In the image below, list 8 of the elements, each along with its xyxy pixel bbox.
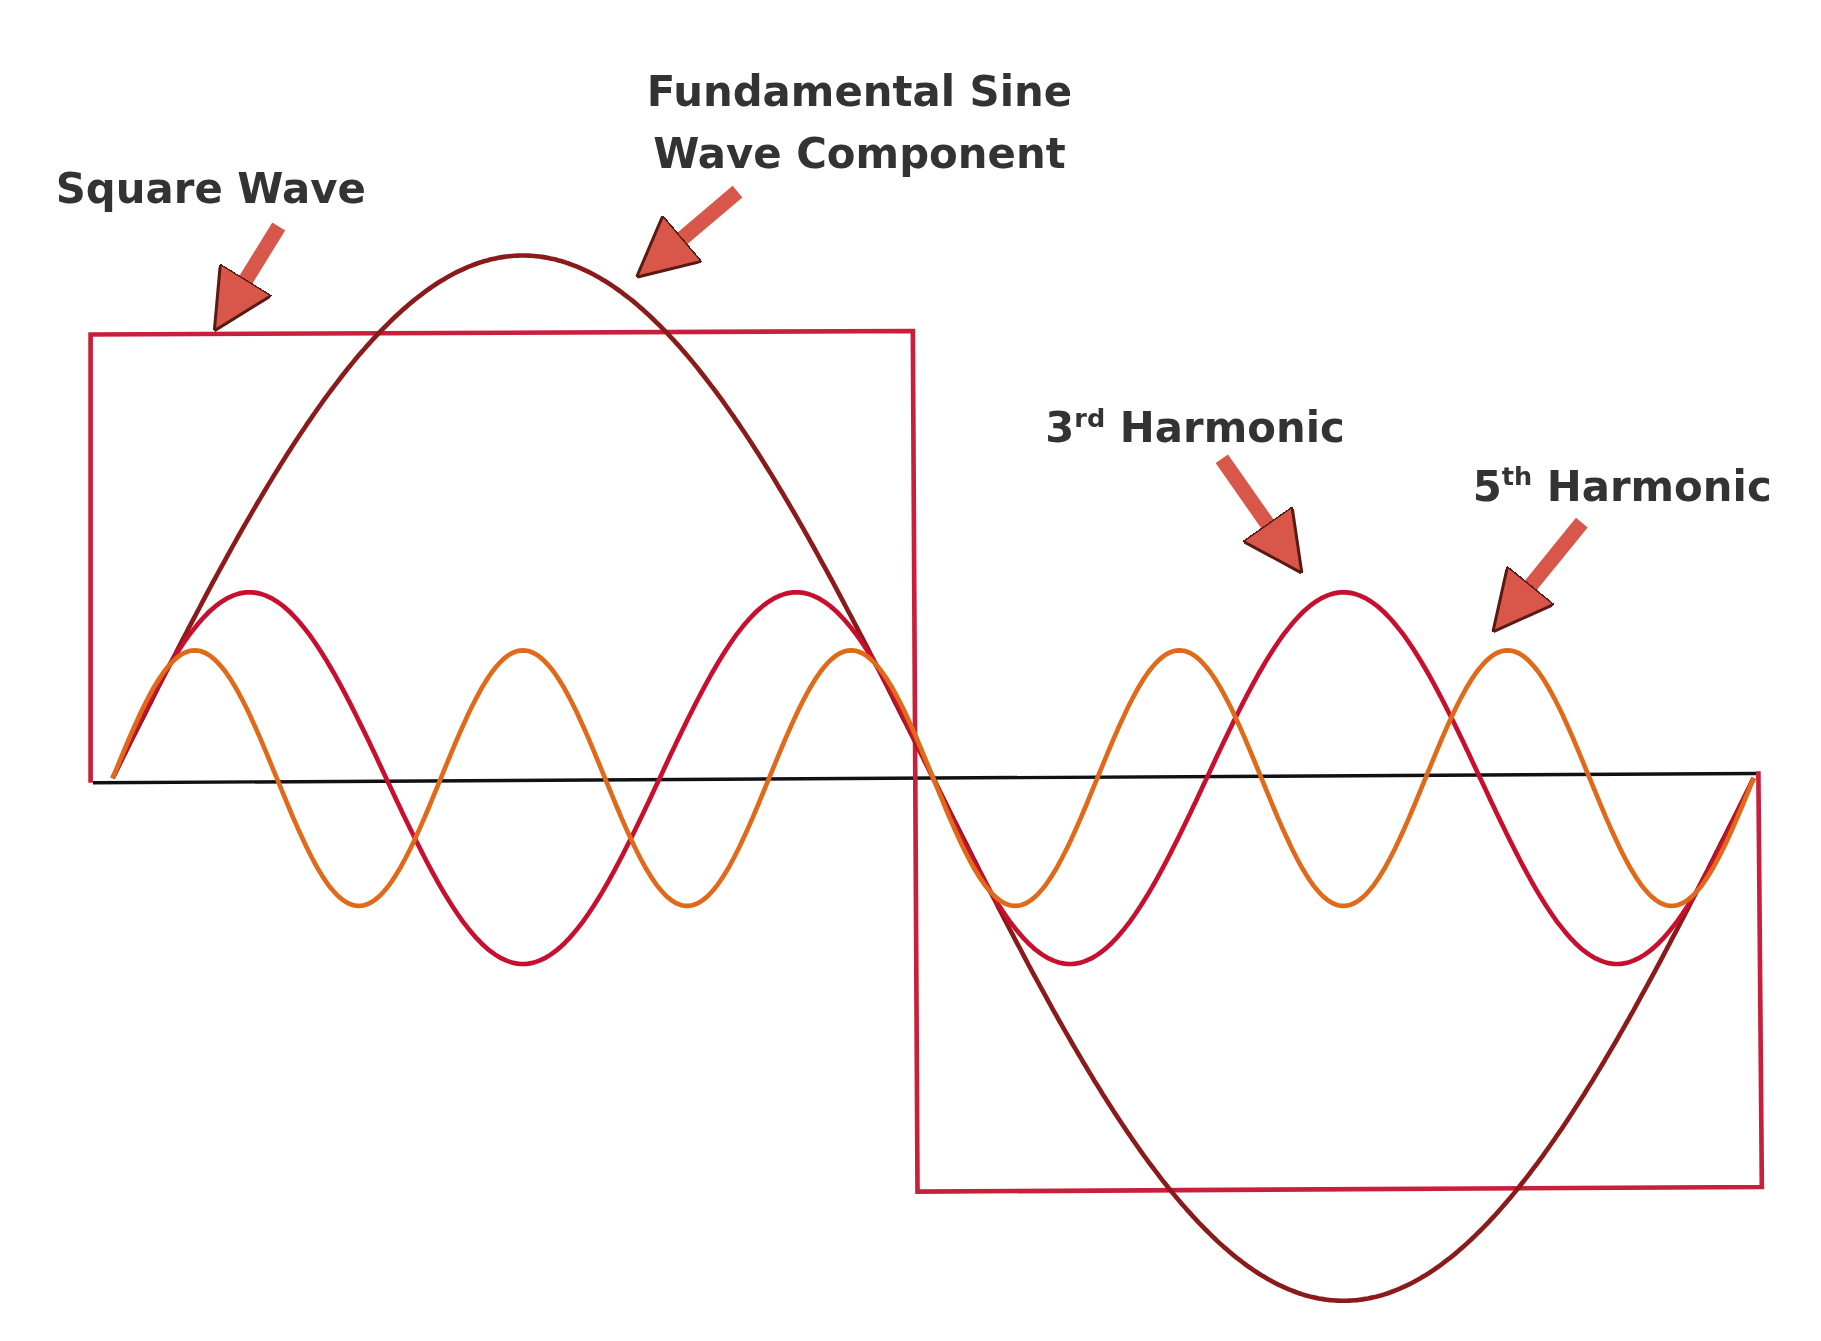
callout-arrow (635, 185, 743, 279)
callout-label: 5$^{th}$ Harmonic (1472, 455, 1772, 518)
callout-arrow (1491, 517, 1588, 634)
callout-label: Square Wave (55, 157, 366, 221)
callout-label: 3$^{rd}$ Harmonic (1045, 397, 1345, 460)
callout-label: Fundamental Sine Wave Component (574, 60, 1144, 186)
callout-arrow (1215, 454, 1304, 575)
callout-arrow (212, 222, 286, 333)
